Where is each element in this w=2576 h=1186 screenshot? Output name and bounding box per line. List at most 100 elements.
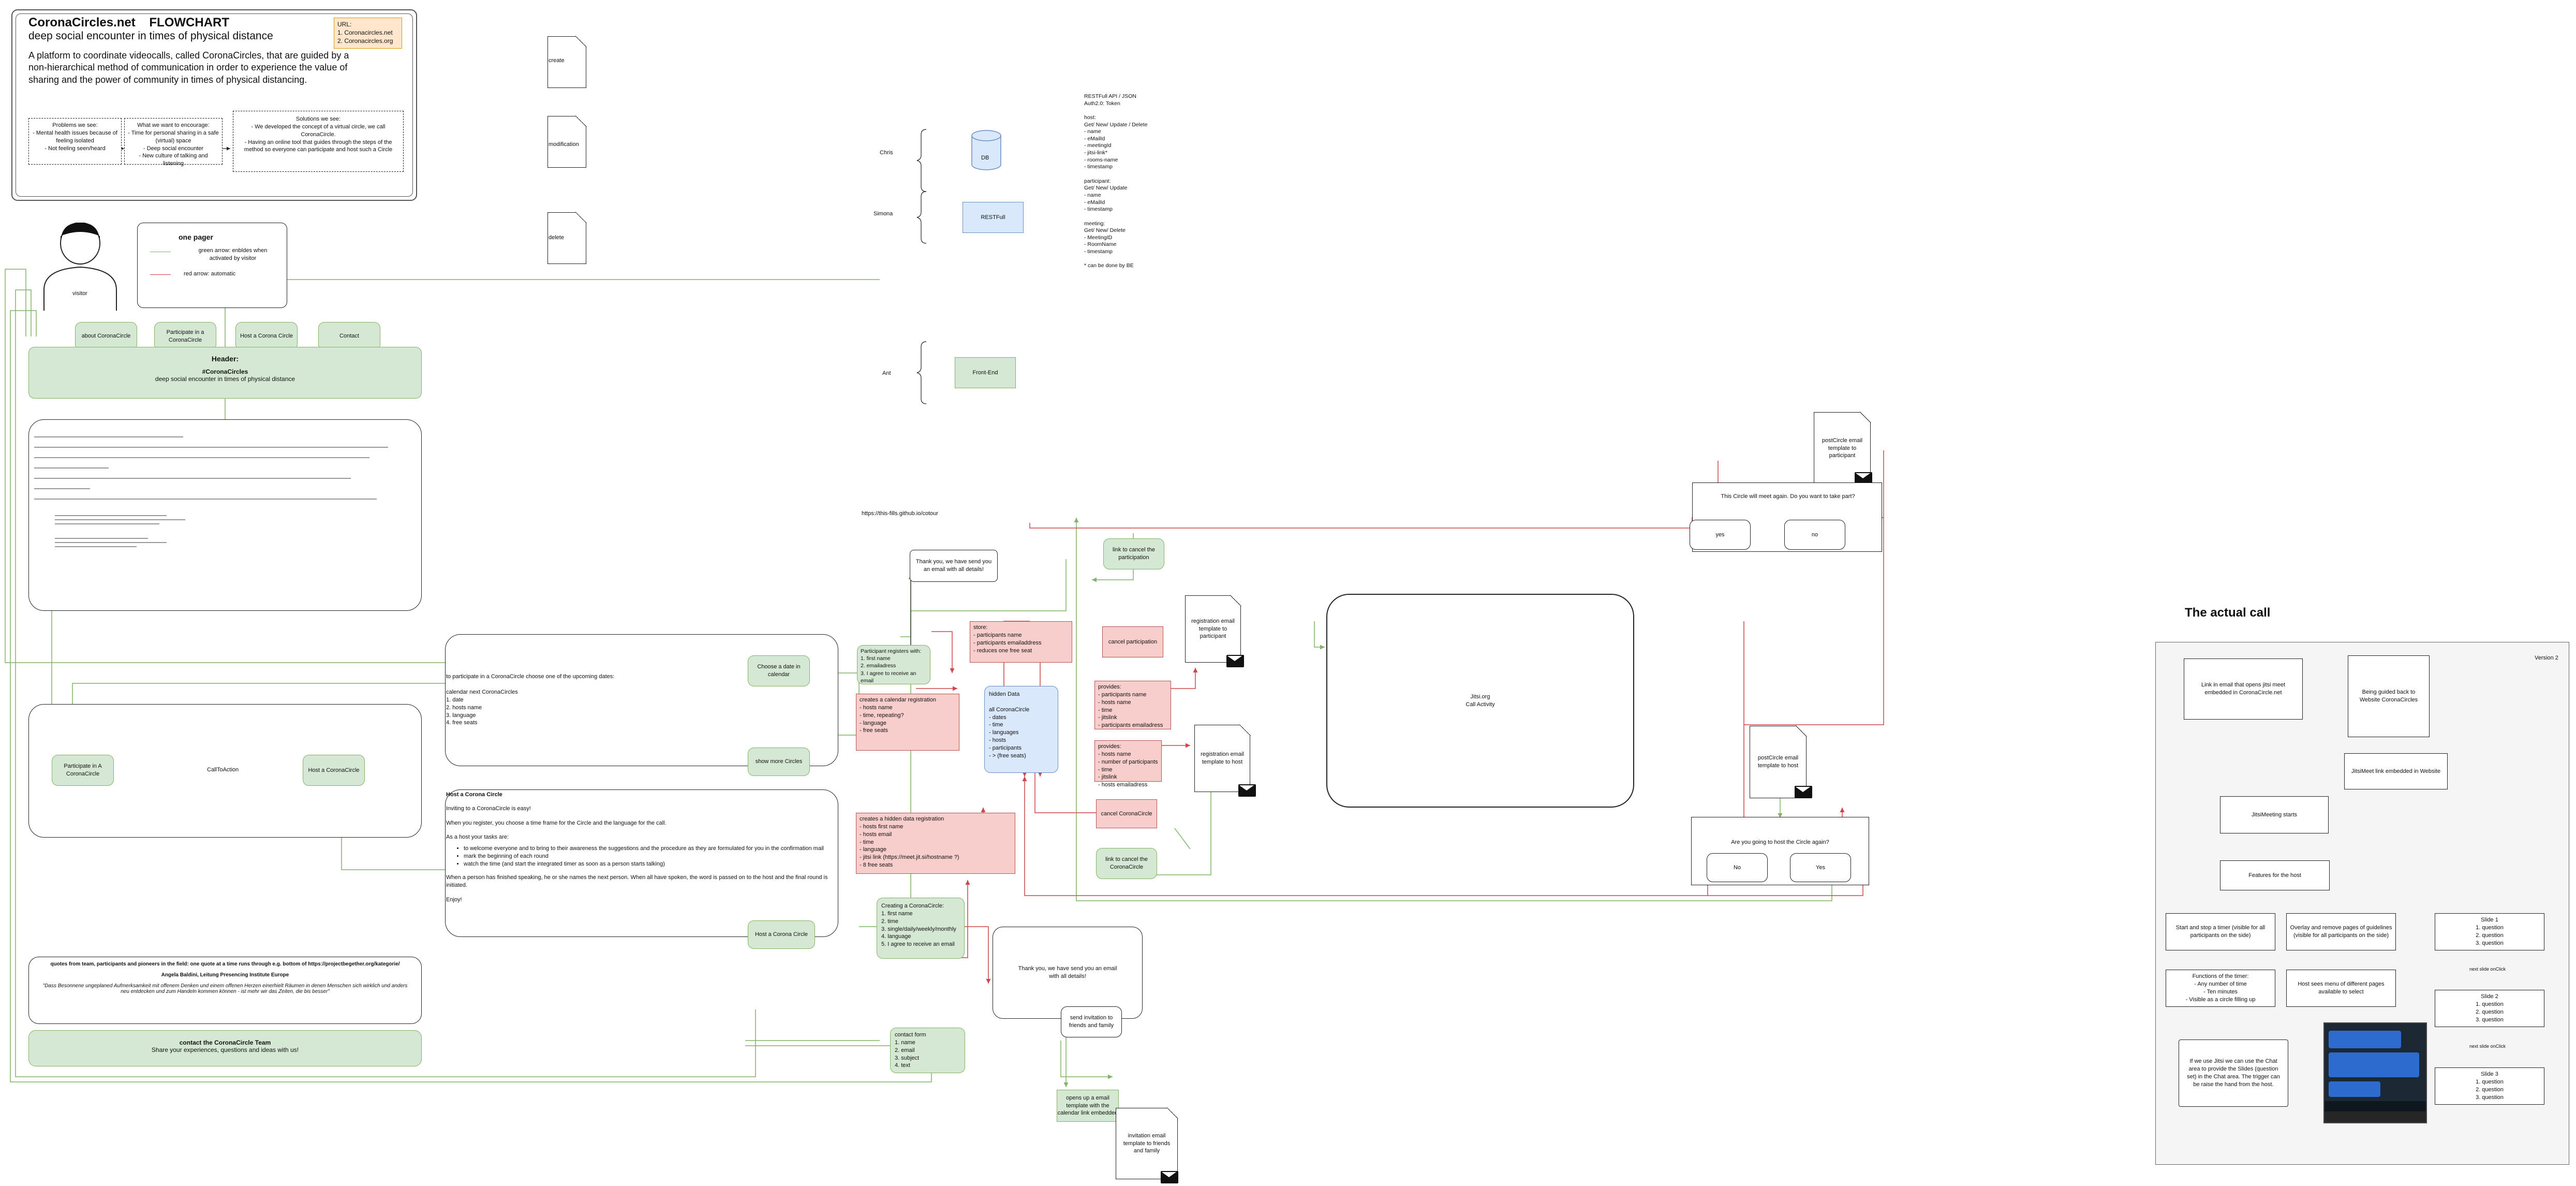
host-panel — [445, 789, 838, 937]
header-outer-frame — [11, 9, 417, 201]
meet-again-yes-button[interactable]: yes — [1690, 520, 1751, 550]
calendar-registration-box: creates a calendar registration - hosts … — [856, 694, 959, 751]
project-title: CoronaCircles.net FLOWCHART — [28, 16, 230, 30]
frontend-box: Front-End — [955, 357, 1016, 388]
nav-contact[interactable]: Contact — [318, 322, 380, 350]
nav-host[interactable]: Host a Corona Circle — [235, 322, 298, 350]
url-box: URL: 1. Coronacircles.net 2. Coronacircl… — [334, 18, 402, 49]
host-panel-enjoy: Enjoy! — [446, 896, 462, 903]
host-circle-button[interactable]: Host a Corona Circle — [748, 920, 815, 949]
project-description: A platform to coordinate videocalls, cal… — [28, 50, 349, 85]
jitsi-starts-box: JitsiMeeting starts — [2220, 796, 2329, 833]
version-label: Version 2 — [2535, 655, 2558, 661]
restful-box: RESTFull — [963, 202, 1024, 233]
hidden-registration-box: creates a hidden data registration - hos… — [856, 813, 1015, 874]
envelope-icon — [1795, 786, 1812, 798]
participant-registers-box: Participant registers with: 1. first nam… — [857, 645, 930, 684]
cta-participate-button[interactable]: Participate in A CoronaCircle — [52, 755, 114, 786]
calendar-list: calendar next CoronaCircles 1. date 2. h… — [446, 689, 518, 726]
jitsi-call-box: Jitsi.org Call Activity — [1326, 594, 1634, 808]
thank-you-registration-box: Thank you, we have send you an email wit… — [910, 550, 998, 582]
opens-email-box: opens up a email template with the calen… — [1057, 1090, 1119, 1122]
host-panel-content: Host a Corona Circle Inviting to a Coron… — [446, 791, 839, 904]
db-cylinder-icon — [971, 129, 1002, 171]
host-panel-body1: Inviting to a CoronaCircle is easy! — [446, 806, 531, 812]
envelope-icon — [1161, 1171, 1178, 1183]
modification-doc-label: modification — [549, 141, 579, 148]
encourage-box: What we want to encourage: - Time for pe… — [124, 118, 223, 167]
timer-box: Start and stop a timer (visible for all … — [2166, 913, 2275, 950]
host-again-yes-button[interactable]: Yes — [1790, 853, 1851, 882]
host-panel-body2: When you register, you choose a time fra… — [446, 819, 667, 826]
provides-participant-box: provides: - participants name - hosts na… — [1094, 681, 1171, 729]
delete-doc-label: delete — [549, 235, 564, 241]
simona-label: Simona — [874, 211, 893, 217]
about-text-placeholder — [34, 430, 407, 550]
link-cancel-circle[interactable]: link to cancel the CoronaCircle — [1096, 848, 1157, 879]
legend-title: one pager — [179, 233, 213, 241]
solutions-box: Solutions we see: - We developed the con… — [233, 111, 404, 172]
host-task-item: to welcome everyone and to bring to thei… — [464, 845, 839, 853]
nav-about[interactable]: about CoronaCircle — [75, 322, 137, 350]
slide-2-box: Slide 2 1. question 2. question 3. quest… — [2435, 990, 2544, 1027]
quote-intro: quotes from team, participants and pione… — [50, 961, 400, 967]
registration-email-host-doc: registration email template to host — [1194, 724, 1251, 792]
creating-circle-box: Creating a CoronaCircle: 1. first name 2… — [877, 898, 965, 959]
participate-intro: to participate in a CoronaCircle choose … — [446, 673, 615, 680]
contact-bar-title: contact the CoronaCircle Team — [179, 1039, 271, 1046]
actual-call-title: The actual call — [2185, 606, 2271, 620]
jitsi-chat-screenshot — [2323, 1022, 2427, 1123]
contact-bar[interactable]: contact the CoronaCircle Team Share your… — [28, 1030, 422, 1066]
modification-doc-icon — [547, 115, 587, 168]
host-again-no-button[interactable]: No — [1707, 853, 1768, 882]
cancel-circle-box: cancel CoronaCircle — [1096, 799, 1157, 828]
send-invitation-button[interactable]: send invitation to friends and family — [1061, 1006, 1122, 1037]
contact-form-box[interactable]: contact form 1. name 2. email 3. subject… — [890, 1028, 965, 1073]
host-task-item: mark the beginning of each round — [464, 853, 839, 860]
create-doc-label: create — [549, 57, 565, 64]
api-spec-text: RESTFull API / JSON Auth2.0: Token host:… — [1084, 93, 1148, 269]
nav-participate[interactable]: Participate in a CoronaCircle — [154, 322, 216, 350]
about-text-panel — [28, 419, 422, 611]
site-header-title: Header: — [211, 355, 239, 363]
overlay-guidelines-box: Overlay and remove pages of guidelines (… — [2286, 913, 2396, 950]
meet-again-question: This Circle will meet again. Do you want… — [1721, 493, 1855, 500]
show-more-circles-button[interactable]: show more Circles — [748, 748, 810, 776]
site-header-box: Header: #CoronaCircles deep social encou… — [28, 347, 422, 399]
quote-panel: quotes from team, participants and pione… — [28, 957, 422, 1024]
ant-label: Ant — [882, 370, 891, 376]
site-header-tagline: deep social encounter in times of physic… — [155, 375, 295, 383]
chat-note-box: If we use Jitsi we can use the Chat area… — [2179, 1039, 2288, 1107]
envelope-icon — [1226, 655, 1244, 667]
visitor-label: visitor — [72, 290, 87, 297]
cta-label: CallToAction — [207, 767, 239, 773]
legend-red-line — [150, 274, 171, 275]
cta-host-button[interactable]: Host a CoronaCircle — [303, 755, 365, 786]
features-box: Features for the host — [2220, 860, 2330, 890]
visitor-avatar-icon — [39, 222, 122, 311]
provides-host-box: provides: - hosts name - number of parti… — [1094, 740, 1162, 788]
cancel-participation-box: cancel participation — [1102, 626, 1163, 657]
delete-doc-icon — [547, 212, 587, 264]
problems-box: Problems we see: - Mental health issues … — [28, 118, 122, 165]
chris-label: Chris — [880, 150, 893, 156]
next-slide-label: next slide onClick — [2469, 1044, 2506, 1049]
quote-author: Angela Baldini, Leitung Presencing Insti… — [161, 972, 289, 978]
host-again-question: Are you going to host the Circle again? — [1731, 839, 1829, 845]
slide-3-box: Slide 3 1. question 2. question 3. quest… — [2435, 1067, 2544, 1105]
invitation-email-doc: invitation email template to friends and… — [1116, 1107, 1178, 1179]
host-panel-body4: When a person has finished speaking, he … — [446, 874, 828, 889]
guided-back-box: Being guided back to Website CoronaCircl… — [2348, 655, 2430, 737]
store-box: store: - participants name - participant… — [970, 621, 1072, 663]
contact-bar-sub: Share your experiences, questions and id… — [151, 1046, 299, 1053]
legend-box — [137, 223, 287, 308]
hidden-data-box: hidden Data all CoronaCircle - dates - t… — [984, 686, 1058, 773]
meet-again-no-button[interactable]: no — [1784, 520, 1845, 550]
header-inner-frame — [16, 13, 413, 197]
link-cancel-participation[interactable]: link to cancel the participation — [1103, 538, 1164, 569]
legend-green-text: green arrow: enbldes when activated by v… — [198, 247, 268, 261]
host-task-list: to welcome everyone and to bring to thei… — [446, 845, 839, 869]
create-doc-icon — [547, 36, 587, 88]
choose-date-button[interactable]: Choose a date in calendar — [748, 655, 810, 686]
slide-1-box: Slide 1 1. question 2. question 3. quest… — [2435, 913, 2544, 950]
